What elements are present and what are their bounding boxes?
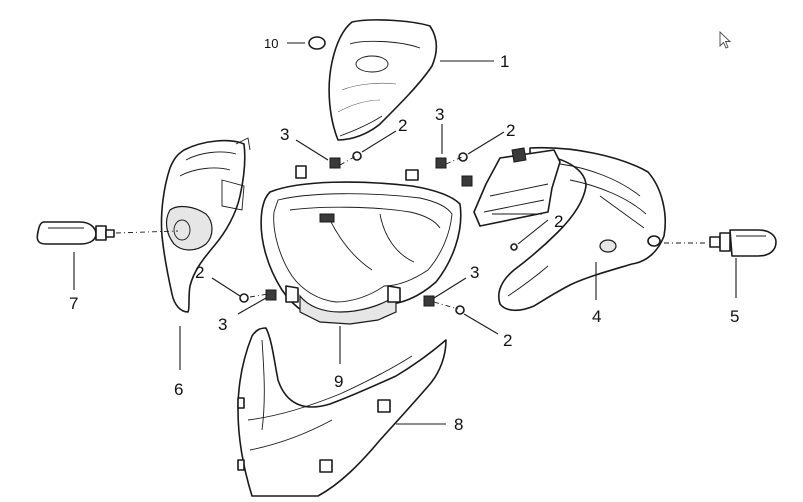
callout-4: 4 — [592, 307, 601, 326]
callout-2-lower-left: 2 — [195, 263, 204, 282]
callout-1: 1 — [500, 52, 509, 71]
assembly-axes — [115, 155, 708, 310]
part-10-ring — [308, 36, 326, 50]
callout-8: 8 — [454, 415, 463, 434]
callout-9: 9 — [334, 372, 343, 391]
hardware-clips — [265, 157, 473, 307]
callout-3-top-left: 3 — [280, 125, 289, 144]
callout-2-lower-right: 2 — [503, 331, 512, 350]
callout-3-lower-right: 3 — [470, 263, 479, 282]
callout-2-top-left: 2 — [398, 116, 407, 135]
part-4-inner-bracket — [473, 147, 561, 227]
part-1-top-cover — [328, 19, 438, 141]
callout-numbers: 10 1 3 2 3 2 2 7 2 3 3 2 4 5 6 9 8 — [69, 36, 739, 434]
part-6-left-panel — [160, 137, 251, 313]
callout-5: 5 — [730, 307, 739, 326]
callout-7: 7 — [69, 294, 78, 313]
part-8-lower-cover — [237, 327, 447, 497]
hardware-screws — [239, 151, 518, 315]
part-7-left-turn-signal — [36, 221, 115, 245]
callout-2-top-right: 2 — [506, 121, 515, 140]
part-4-right-cover — [498, 146, 667, 312]
callout-6: 6 — [174, 380, 183, 399]
leader-lines — [73, 42, 737, 425]
callout-2-right-bracket: 2 — [554, 212, 563, 231]
callout-3-lower-left: 3 — [218, 315, 227, 334]
part-5-right-turn-signal — [709, 229, 777, 257]
part-9-headlight — [260, 165, 462, 325]
callout-3-top-right: 3 — [435, 105, 444, 124]
callout-10: 10 — [264, 36, 278, 51]
mouse-pointer-icon — [719, 30, 732, 49]
